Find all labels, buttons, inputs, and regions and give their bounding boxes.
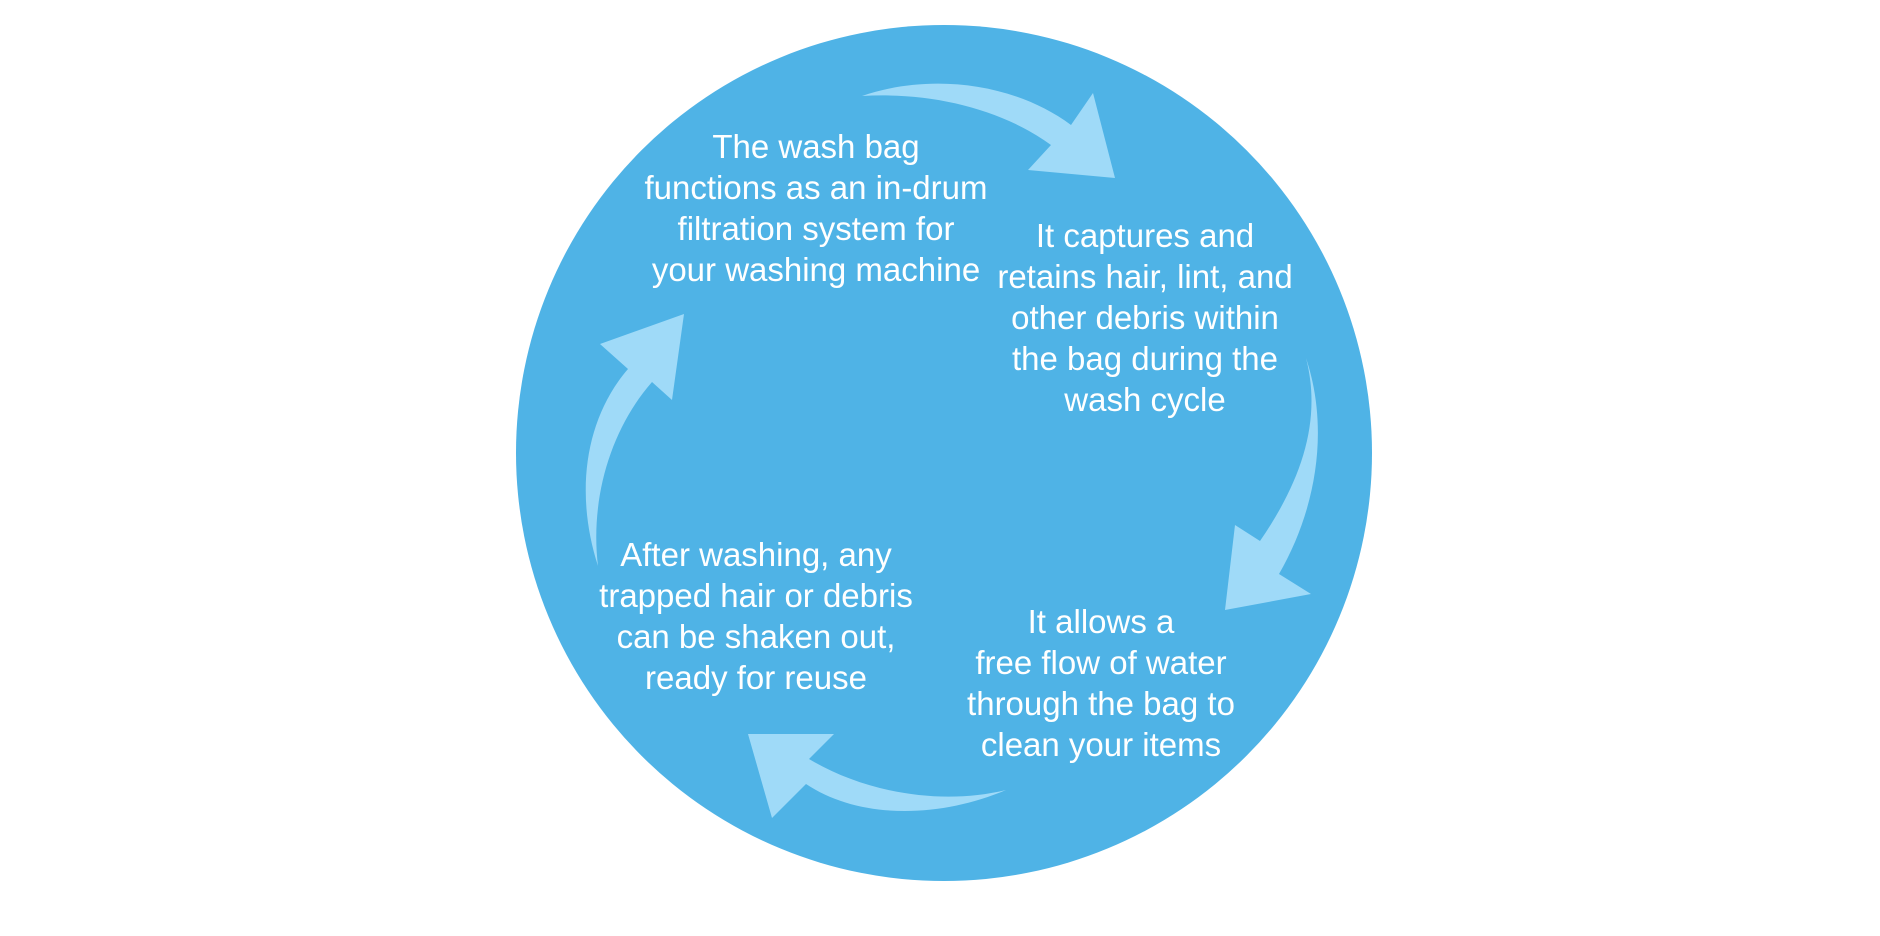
cycle-circle [516,25,1372,881]
curved-arrow-down-icon [1225,358,1318,610]
curved-arrow-up-icon [585,314,684,566]
step-text-reuse: After washing, any trapped hair or debri… [599,536,913,696]
curved-arrow-right-icon [862,83,1115,178]
step-text-filtration: The wash bag functions as an in-drum fil… [644,128,988,288]
step-text-water-flow: It allows a free flow of water through t… [967,603,1235,763]
step-text-capture: It captures and retains hair, lint, and … [997,217,1293,418]
curved-arrow-left-icon [748,734,1006,818]
